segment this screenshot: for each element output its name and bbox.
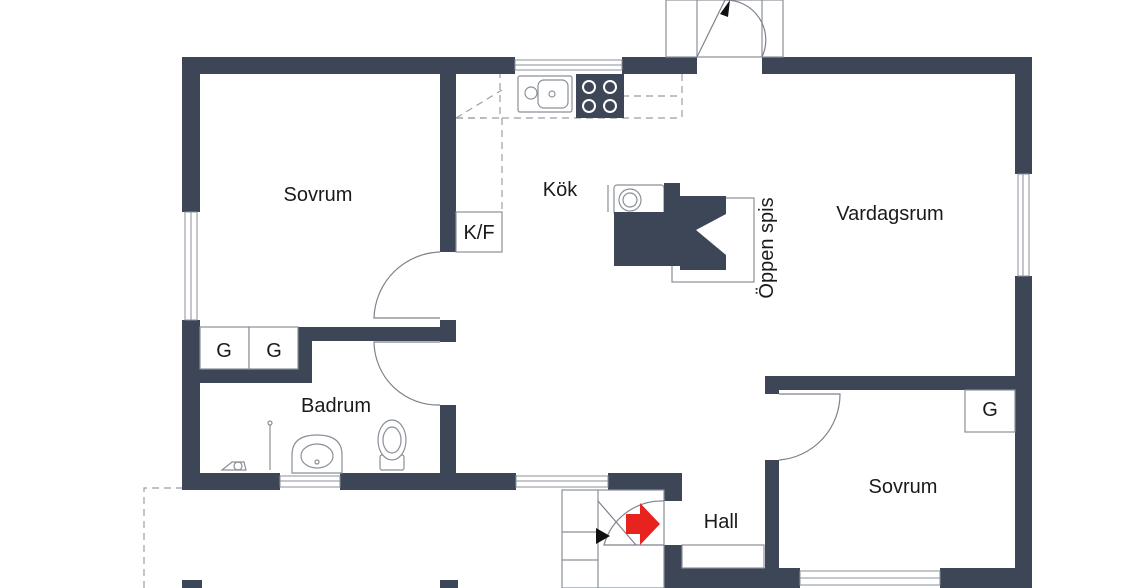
room-labels: Sovrum Kök Vardagsrum Badrum Hall Sovrum… [284, 179, 944, 533]
sink-icon [517, 75, 573, 113]
room-label-living-room: Vardagsrum [836, 203, 943, 225]
entrance-marker-icon [626, 503, 660, 545]
room-label-bedroom-left: Sovrum [284, 184, 353, 206]
washbasin-icon [291, 434, 343, 474]
top-entrance [665, 0, 784, 58]
fridge-label: K/F [463, 222, 494, 244]
entrance-arrow-icon [720, 0, 730, 17]
fireplace-label: Öppen spis [756, 197, 778, 298]
fridge-box [455, 211, 503, 253]
closet-label: G [216, 340, 232, 362]
hall-entrance [143, 487, 765, 588]
toilet-icon [377, 419, 407, 471]
entrance-arrow-icon [596, 528, 610, 544]
bathroom-fixtures [220, 419, 407, 474]
kitchen-counter: K/F [455, 74, 683, 253]
closets: G G G [199, 326, 1016, 433]
room-label-bathroom: Badrum [301, 395, 371, 417]
outer-walls [182, 57, 1032, 588]
shower-icon [220, 420, 273, 471]
room-label-bedroom-right: Sovrum [869, 476, 938, 498]
fireplace-icon [607, 183, 755, 283]
windows [184, 59, 1030, 586]
closet-label: G [982, 399, 998, 421]
closet-label: G [266, 340, 282, 362]
room-label-kitchen: Kök [543, 179, 578, 201]
stove-icon [576, 74, 624, 118]
room-label-hall: Hall [704, 511, 738, 533]
interior-walls [182, 57, 1030, 588]
doors [373, 251, 841, 461]
